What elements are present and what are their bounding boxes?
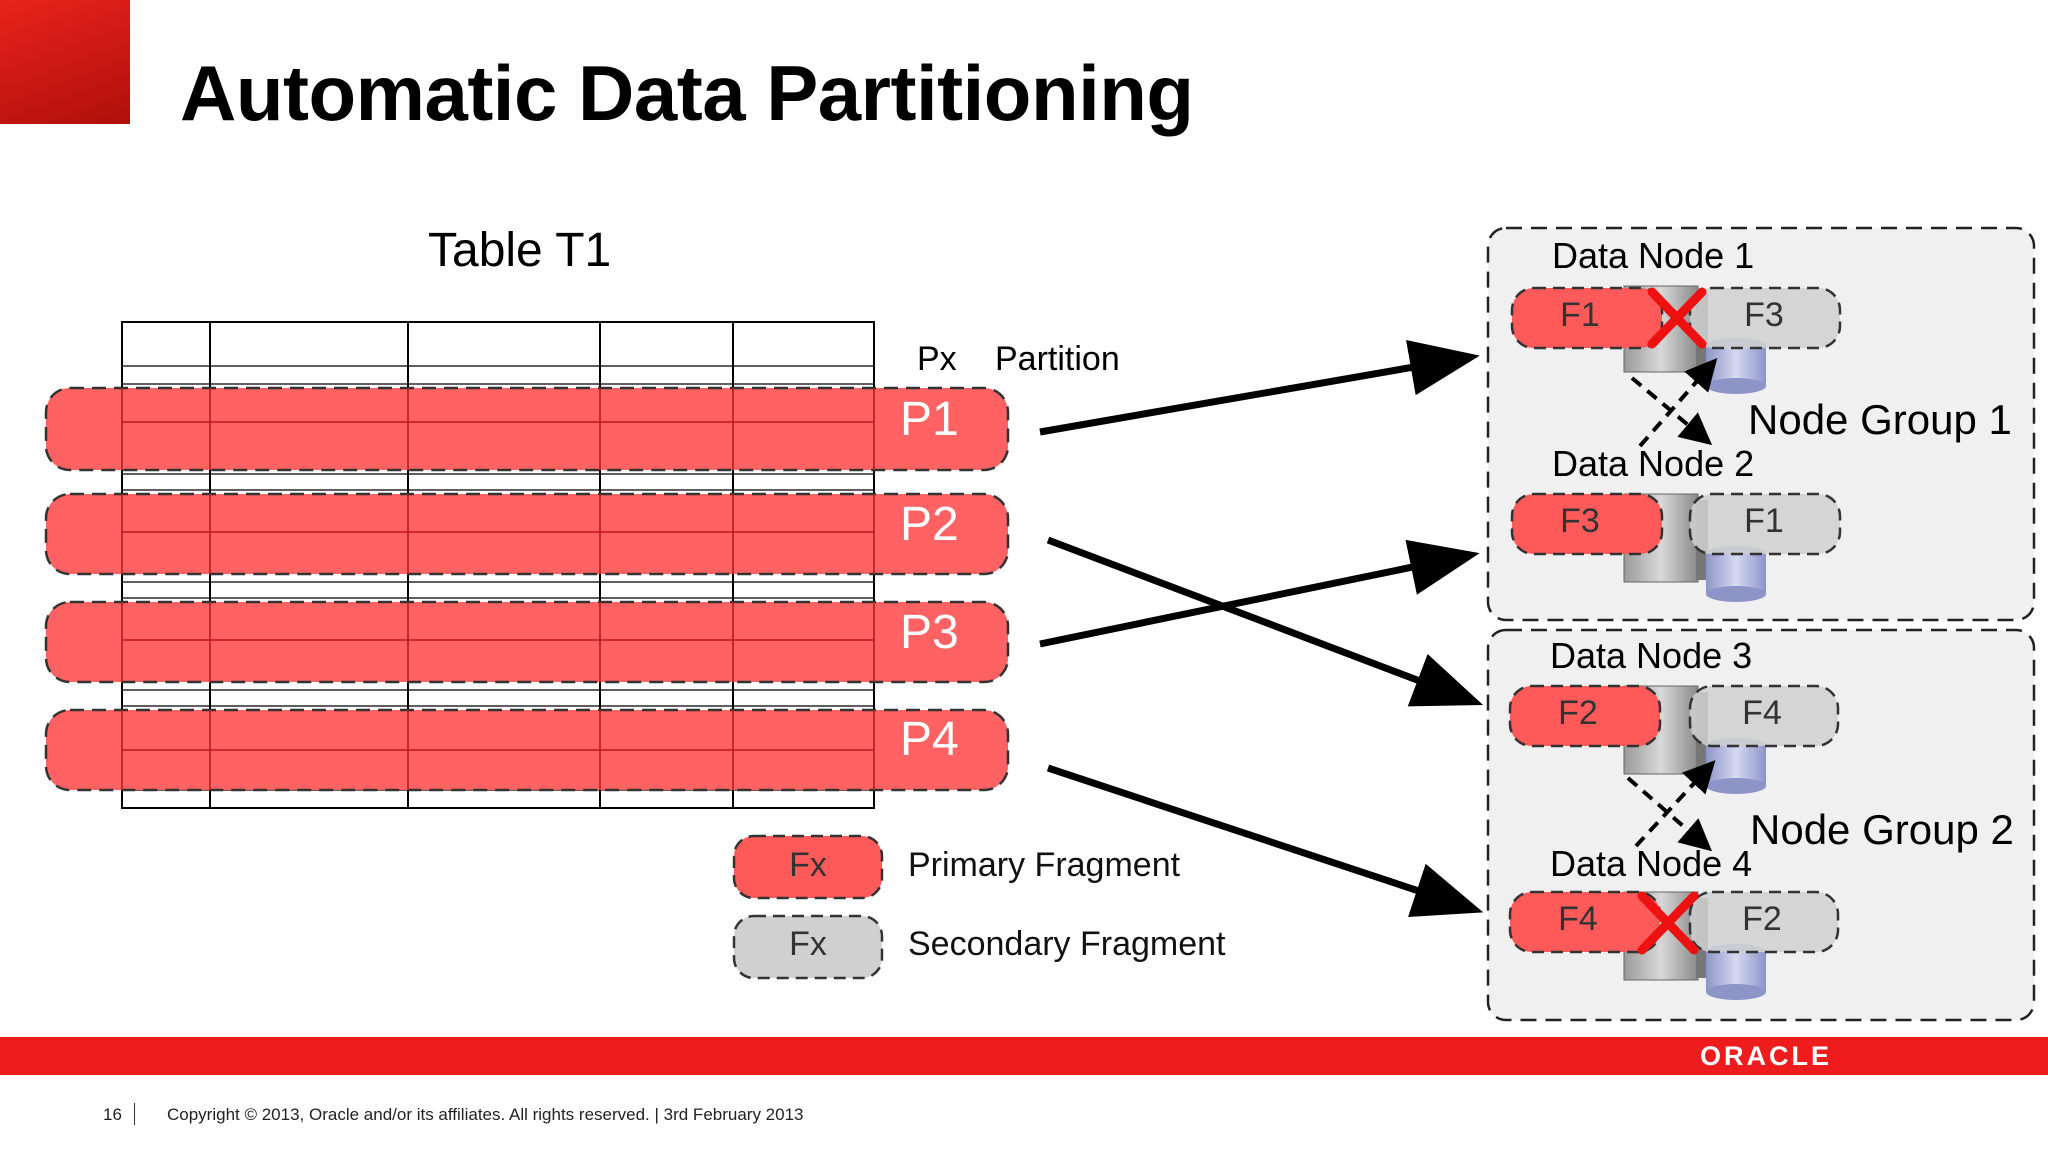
replication-arrows (1626, 760, 1716, 852)
legend-primary-symbol: Fx (789, 846, 827, 884)
partition-band-p3: P3 (44, 600, 1010, 684)
oracle-logo: ORACLE (1700, 1042, 1832, 1070)
brand-red-square (0, 0, 130, 124)
footer-separator (134, 1103, 135, 1125)
fragment-primary (1508, 684, 1662, 748)
data-node-1-label: Data Node 1 (1552, 235, 1754, 276)
fragment-secondary (1688, 286, 1842, 350)
footer-bar (0, 1037, 2048, 1075)
data-node-4: Data Node 4 F4 F2 (1508, 843, 1840, 1000)
legend-secondary-label: Secondary Fragment (908, 925, 1226, 963)
arrow-p4-to-node4 (1046, 764, 1484, 917)
slide-title: Automatic Data Partitioning (180, 49, 1194, 137)
fragment-primary-label: F1 (1560, 296, 1600, 334)
fragment-secondary (1688, 492, 1842, 556)
partition-band-p1: P1 (44, 386, 1010, 472)
arrow-p2-to-node3 (1046, 536, 1484, 707)
partition-label-p1: P1 (900, 393, 959, 446)
legend-secondary: Fx Secondary Fragment (732, 914, 1226, 980)
data-node-3: Data Node 3 F2 F4 (1508, 635, 1840, 794)
arrow-p1-to-node1 (1039, 339, 1480, 436)
node-group-2: Node Group 2 Data Node 3 F2 F4 (1486, 628, 2036, 1022)
data-node-2: Data Node 2 F3 F1 (1510, 443, 1842, 602)
oracle-logo-text: ORACLE (1700, 1042, 1832, 1070)
fragment-secondary-label: F1 (1744, 502, 1784, 540)
table-label: Table T1 (428, 224, 611, 277)
node-group-1: Node Group 1 Data Node 1 F1 F3 (1486, 226, 2036, 622)
fragment-primary (1510, 492, 1664, 556)
data-node-4-label: Data Node 4 (1550, 843, 1752, 884)
data-node-1: Data Node 1 F1 F3 (1510, 235, 1842, 394)
fragment-primary-label: F3 (1560, 502, 1600, 540)
legend-secondary-symbol: Fx (789, 925, 827, 963)
replication-arrows (1630, 357, 1718, 448)
data-node-2-label: Data Node 2 (1552, 443, 1754, 484)
fragment-secondary (1688, 890, 1840, 954)
partition-label-p2: P2 (900, 498, 959, 551)
data-node-3-label: Data Node 3 (1550, 635, 1752, 676)
failed-cross-icon (1637, 891, 1699, 955)
partition-band-p2: P2 (44, 492, 1010, 576)
fragment-primary-label: F2 (1558, 694, 1598, 732)
legend-primary-label: Primary Fragment (908, 846, 1181, 884)
arrow-p3-to-node2 (1039, 539, 1480, 648)
fragment-secondary-label: F2 (1742, 900, 1782, 938)
fragment-primary (1510, 286, 1664, 350)
node-group-1-label: Node Group 1 (1748, 396, 2012, 443)
fragment-secondary (1688, 684, 1840, 748)
fragment-primary (1508, 890, 1662, 954)
fragment-secondary-label: F4 (1742, 694, 1782, 732)
partition-label-p3: P3 (900, 606, 959, 659)
server-icon (1623, 685, 1766, 794)
page-number: 16 (103, 1105, 122, 1124)
copyright-text: Copyright © 2013, Oracle and/or its affi… (167, 1105, 804, 1124)
partition-label-p4: P4 (900, 713, 959, 766)
fragment-primary-label: F4 (1558, 900, 1598, 938)
fragment-secondary-label: F3 (1744, 296, 1784, 334)
failed-cross-icon (1647, 287, 1707, 349)
node-group-2-label: Node Group 2 (1750, 806, 2014, 853)
px-header: Px (917, 340, 957, 378)
partition-header: Partition (995, 340, 1120, 378)
legend-primary: Fx Primary Fragment (732, 834, 1181, 900)
partition-band-p4: P4 (44, 708, 1010, 792)
